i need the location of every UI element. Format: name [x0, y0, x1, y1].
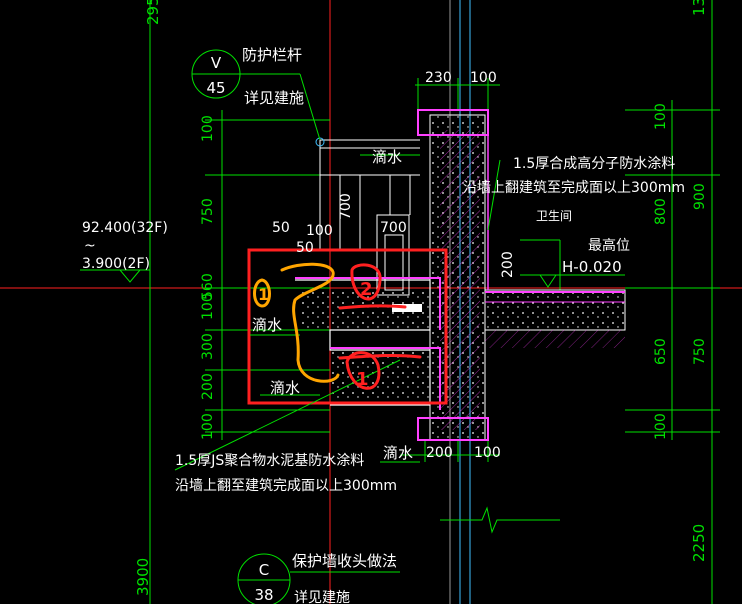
- dim-left-2: 750: [200, 198, 216, 225]
- label-bathroom: 卫生间: [536, 209, 572, 223]
- left-dimension-lines: [149, 0, 330, 604]
- callout-v-note: 详见建施: [244, 89, 304, 107]
- dim-left-1: 100: [200, 115, 216, 142]
- label-waterproof-right-2: 沿墙上翻建筑至完成面以上300mm: [463, 180, 685, 196]
- callout-c-number: 38: [254, 586, 273, 604]
- dim-right-2: 800: [653, 198, 669, 225]
- label-waterproof-right-1: 1.5厚合成高分子防水涂料: [513, 155, 675, 172]
- bottom-dimension: [400, 440, 500, 462]
- dim-inner-f: 200: [500, 251, 516, 278]
- callout-v-letter: V: [211, 54, 222, 72]
- label-drip-left: 滴水: [252, 316, 282, 334]
- callout-c-letter: C: [259, 561, 269, 579]
- elevation-upper: 92.400(32F): [82, 220, 168, 236]
- dim-inner-c: 50: [296, 240, 314, 256]
- callout-c-title: 保护墙收头做法: [292, 552, 397, 570]
- elevation-leader: [80, 269, 625, 288]
- elevation-tilde: ~: [84, 238, 96, 254]
- hand-markers: [253, 262, 422, 390]
- label-drip-bottom: 滴水: [383, 444, 413, 462]
- label-highest-point: 最高位: [588, 237, 630, 254]
- highlight-box: [247, 248, 448, 405]
- marker-1-bottom: 1: [356, 369, 369, 390]
- callout-c: C 38 保护墙收头做法 详见建施: [237, 552, 400, 604]
- dim-right-top: 13: [690, 0, 708, 16]
- note-leaders: [174, 154, 501, 471]
- dim-left-bottom: 3900: [134, 558, 152, 596]
- dim-right-5: 750: [692, 338, 708, 365]
- railing: [315, 137, 420, 296]
- label-waterproof-bottom-1: 1.5厚JS聚合物水泥基防水涂料: [175, 452, 364, 469]
- callout-v: V 45 防护栏杆 详见建施: [191, 46, 321, 141]
- label-height-value: H-0.020: [562, 258, 622, 276]
- dim-left-top: 295: [144, 0, 162, 25]
- right-dimension-lines: [520, 0, 720, 604]
- left-dimensions: 295 100 750 560 100 300 200 100 3900: [134, 0, 216, 596]
- elevation-lower: 3.900(2F): [82, 256, 150, 272]
- dim-inner-e: 700: [380, 220, 407, 236]
- dim-left-4: 100: [200, 293, 216, 320]
- dim-right-6: 100: [653, 413, 669, 440]
- dim-left-5: 300: [200, 333, 216, 360]
- dim-inner-a: 50: [272, 220, 290, 236]
- break-line: [440, 506, 560, 534]
- dim-bottom-b: 100: [474, 445, 501, 461]
- wall-section: [295, 109, 626, 441]
- dim-right-bottom: 2250: [690, 524, 708, 562]
- callout-v-title: 防护栏杆: [242, 46, 302, 64]
- dim-inner-b: 100: [306, 223, 333, 239]
- dim-top-a: 230: [425, 70, 452, 86]
- dim-bottom-a: 200: [426, 445, 453, 461]
- marker-1-left: 1: [258, 285, 269, 304]
- label-waterproof-bottom-2: 沿墙上翻至建筑完成面以上300mm: [175, 478, 397, 494]
- dim-right-1: 100: [653, 103, 669, 130]
- dim-top-b: 100: [470, 70, 497, 86]
- top-dimension: [415, 78, 500, 110]
- dim-right-3: 900: [692, 183, 708, 210]
- callout-c-note: 详见建施: [294, 590, 350, 604]
- right-dimensions: 13 100 800 900 650 750 100 2250: [653, 0, 708, 562]
- dim-left-3: 560: [200, 273, 216, 300]
- dim-left-6: 200: [200, 373, 216, 400]
- label-drip-bottom-left: 滴水: [270, 379, 300, 397]
- label-drip-top: 滴水: [372, 148, 402, 166]
- callout-v-number: 45: [206, 79, 225, 97]
- dim-right-4: 650: [653, 338, 669, 365]
- marker-2: 2: [360, 279, 373, 300]
- dim-inner-d: 700: [338, 193, 354, 220]
- dim-left-7: 100: [200, 413, 216, 440]
